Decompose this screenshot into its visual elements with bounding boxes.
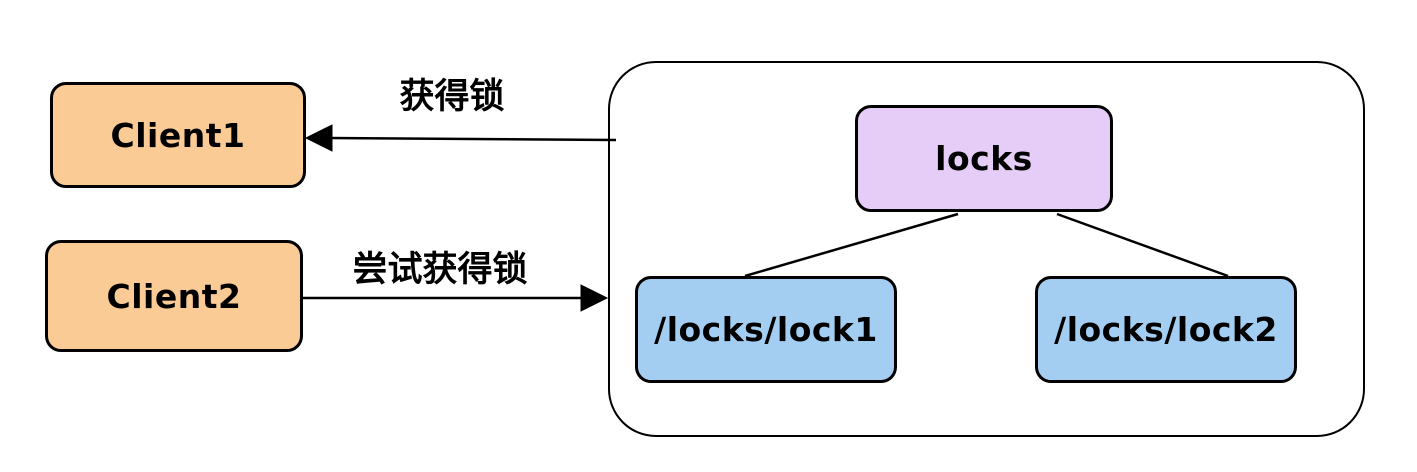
lock1-node: /locks/lock1 <box>635 276 897 383</box>
try-acquire-lock-arrowhead <box>580 284 609 312</box>
try-acquire-lock-label: 尝试获得锁 <box>352 250 528 290</box>
lock2-node: /locks/lock2 <box>1035 276 1297 383</box>
locks-root-label: locks <box>935 139 1033 178</box>
acquire-lock-arrowhead <box>304 124 333 152</box>
client1-node: Client1 <box>50 82 306 188</box>
client1-label: Client1 <box>110 115 246 155</box>
lock1-label: /locks/lock1 <box>654 310 878 349</box>
acquire-lock-label: 获得锁 <box>399 77 505 117</box>
acquire-lock-arrow-line <box>327 136 617 142</box>
client2-node: Client2 <box>45 240 303 352</box>
client2-label: Client2 <box>106 276 242 316</box>
lock2-label: /locks/lock2 <box>1054 310 1278 349</box>
locks-root-node: locks <box>855 105 1113 212</box>
